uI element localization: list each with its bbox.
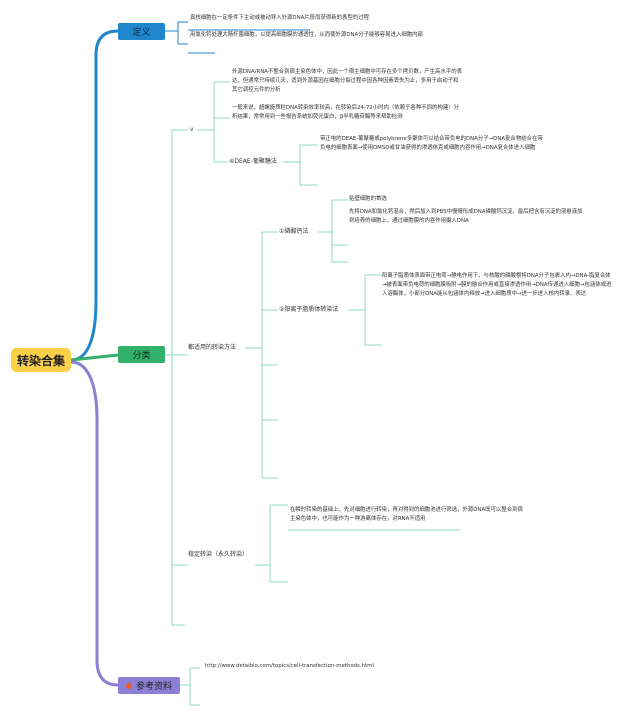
calcium-item-1: 贴壁细胞的首选	[349, 196, 387, 202]
liposome-label[interactable]: ②阳离子脂质体转染法	[279, 306, 339, 313]
stable-text: 在瞬时转染的基础上，先对细胞进行转染，再对得到的细胞池进行筛选，外源DNA既可以…	[290, 507, 523, 522]
reference-dot-icon	[125, 682, 132, 689]
deae-label[interactable]: ④DEAE-葡聚糖法	[229, 158, 277, 165]
stable-transfection-label[interactable]: 稳定转染（永久转染）	[188, 551, 249, 558]
definition-item-2: 用氯化钙处理大肠杆菌细胞，以提高细胞膜的通透性，从而使外源DNA分子能够容易进入…	[190, 32, 423, 38]
transient-item-1: 外源DNA/RNA不整合到宿主染色体中，因此一个宿主细胞中可存在多个拷贝数，产生…	[232, 69, 462, 93]
branch-references	[70, 360, 119, 687]
branch-classification	[70, 353, 119, 362]
root-node[interactable]: 转染合集	[11, 348, 71, 372]
references-label: 参考资料	[135, 682, 172, 692]
liposome-text: 阳离子脂质体表面带正电荷→静电作用下，与核酸的磷酸根将DNA分子包裹入内→DNA…	[382, 273, 612, 297]
branch-definition	[70, 29, 119, 362]
deae-text: 带正电的DEAE-葡聚糖或polybrene多聚体可以结合带负电的DNA分子→D…	[320, 136, 543, 151]
common-methods-label[interactable]: 都适用的转染方法	[188, 344, 237, 351]
classification-node[interactable]: 分类	[118, 346, 165, 363]
transient-label[interactable]: v	[190, 126, 194, 133]
definition-item-1: 真核细胞在一定条件下主动或被动导入外源DNA片段而获得新的表型的过程	[190, 15, 369, 21]
calcium-phosphate-label[interactable]: ①磷酸钙法	[279, 228, 309, 235]
reference-url[interactable]: http://www.detaibio.com/topics/cell-tran…	[205, 663, 374, 669]
references-node[interactable]: 参考资料	[118, 677, 180, 694]
transient-item-2: 一般来说，超螺旋质粒DNA转染效率较高，在转染后24-72小时内（依赖于各种不同…	[232, 105, 459, 120]
calcium-item-2: 先将DNA和氯化钙混合，然后加入到PBS中慢慢形成DNA磷酸钙沉淀，最后把含有沉…	[349, 209, 583, 224]
definition-node[interactable]: 定义	[118, 23, 165, 40]
